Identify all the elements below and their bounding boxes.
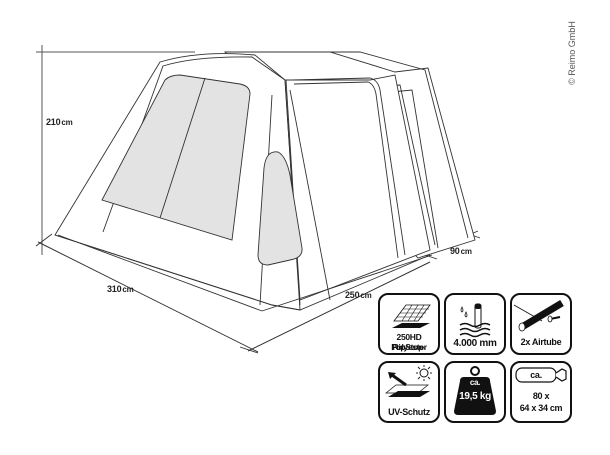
feature-pack-size-badge: ca. [530, 370, 542, 380]
water-column-icon [459, 303, 491, 338]
side-window [257, 151, 303, 266]
dimension-height: 210cm [46, 117, 73, 127]
pack-size-icon [515, 367, 567, 383]
dimension-vestibule-value: 90 [450, 246, 460, 256]
feature-water-column: 4.000 mm [444, 293, 506, 355]
dimension-height-value: 210 [46, 117, 61, 127]
front-window [101, 74, 251, 241]
copyright-text: © Reimo GmbH [567, 21, 577, 85]
feature-ripstop-label-2: Polyester [391, 342, 427, 352]
feature-airtube: 2x Airtube [510, 293, 572, 355]
dimension-width: 250cm [345, 290, 372, 300]
copyright-notice: © Reimo GmbH [562, 8, 582, 98]
dimension-height-unit: cm [61, 118, 73, 127]
ripstop-fabric-icon [392, 304, 431, 328]
feature-weight-badge: ca. [469, 378, 481, 387]
dimension-vestibule: 90cm [450, 246, 472, 256]
feature-pack-size: ca. 80 x 64 x 34 cm [510, 361, 572, 423]
feature-weight-label: 19,5 kg [459, 391, 491, 402]
dimension-width-unit: cm [360, 291, 372, 300]
dimension-width-value: 250 [345, 290, 360, 300]
feature-uv-protection: UV-Schutz [378, 361, 440, 423]
feature-pack-size-label-2: 64 x 34 cm [519, 403, 563, 413]
dimension-length: 310cm [107, 284, 134, 294]
feature-ripstop: 250HD RipStop- Polyester [378, 293, 440, 355]
feature-airtube-label: 2x Airtube [520, 337, 562, 347]
dimension-length-value: 310 [107, 284, 122, 294]
feature-water-column-label: 4.000 mm [453, 338, 497, 349]
feature-pack-size-label-1: 80 x [532, 391, 550, 401]
feature-weight: ca. 19,5 kg [444, 361, 506, 423]
uv-protection-icon [385, 365, 432, 397]
weight-icon [454, 366, 496, 415]
airtube-icon [513, 299, 564, 332]
feature-uv-protection-label: UV-Schutz [388, 407, 430, 417]
feature-ripstop-label-1: 250HD RipStop- [392, 332, 426, 352]
dimension-vestibule-unit: cm [460, 247, 472, 256]
dimension-length-unit: cm [122, 285, 134, 294]
